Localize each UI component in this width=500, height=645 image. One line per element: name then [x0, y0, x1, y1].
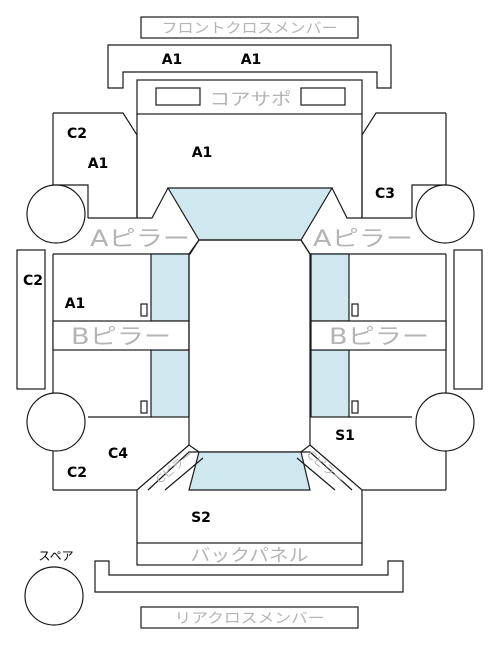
windshield	[166, 187, 334, 241]
core-support-right-slot	[300, 87, 346, 106]
rank-rear-left-c4: C4	[108, 446, 128, 462]
left-side-strip	[16, 249, 46, 390]
right-front-door-window	[310, 253, 350, 322]
rear-window	[188, 451, 311, 491]
spare-tire	[24, 566, 84, 626]
c-pillar-left-label: Cピラー	[154, 448, 196, 486]
front-left-wheel	[26, 184, 86, 244]
right-front-door-handle	[351, 303, 359, 317]
rear-cross-member-label: リアクロスメンバー	[175, 611, 325, 627]
rank-rear-left-c2: C2	[67, 465, 87, 481]
rank-mid-left: A1	[65, 296, 86, 312]
right-rear-door-window	[310, 349, 350, 418]
front-right-wheel	[415, 184, 475, 244]
b-pillar-right-box	[310, 320, 447, 351]
rear-right-wheel	[415, 392, 475, 452]
left-front-door-window	[150, 253, 190, 322]
rear-cross-member-box	[140, 606, 359, 629]
rank-front-left-lower: A1	[88, 156, 109, 172]
trunk-area	[136, 490, 363, 543]
back-panel-label: バックパネル	[191, 546, 309, 566]
rank-front-center: A1	[192, 145, 213, 161]
rank-front-member-left: A1	[162, 52, 183, 68]
rank-side-left: C2	[23, 273, 43, 289]
front-left-fender	[52, 112, 138, 218]
c-pillar-right-outline	[296, 451, 353, 491]
right-side-strip	[453, 249, 483, 390]
roof-outline	[188, 239, 311, 453]
left-rear-door-handle	[140, 400, 148, 414]
front-right-fender	[361, 112, 447, 218]
front-cross-member-box	[140, 16, 359, 39]
front-member-outline	[107, 44, 392, 89]
rank-front-member-right: A1	[241, 52, 262, 68]
rear-member-outline	[94, 560, 404, 593]
b-pillar-left-box	[52, 320, 190, 351]
right-rear-door-handle	[351, 400, 359, 414]
back-panel-box	[136, 542, 363, 566]
front-cross-member-label: フロントクロスメンバー	[162, 21, 338, 37]
b-pillar-right-label: Bピラー	[329, 325, 429, 350]
core-support-left-slot	[155, 87, 201, 106]
spare-label: スペア	[38, 549, 73, 563]
rank-rear-center: S2	[191, 510, 211, 526]
rank-front-right: C3	[375, 186, 395, 202]
a-pillar-right-label: Aピラー	[313, 227, 413, 252]
left-rear-door-window	[150, 349, 190, 418]
rank-rear-right: S1	[335, 428, 355, 444]
rear-left-wheel	[26, 392, 86, 452]
c-pillar-right-label: Cピラー	[304, 448, 346, 486]
rank-front-left-upper: C2	[67, 126, 87, 142]
b-pillar-left-label: Bピラー	[71, 325, 171, 350]
a-pillar-left-label: Aピラー	[90, 227, 190, 252]
core-support-label: コアサポ	[210, 90, 292, 110]
left-front-door-handle	[140, 303, 148, 317]
c-pillar-left-outline	[147, 451, 204, 491]
